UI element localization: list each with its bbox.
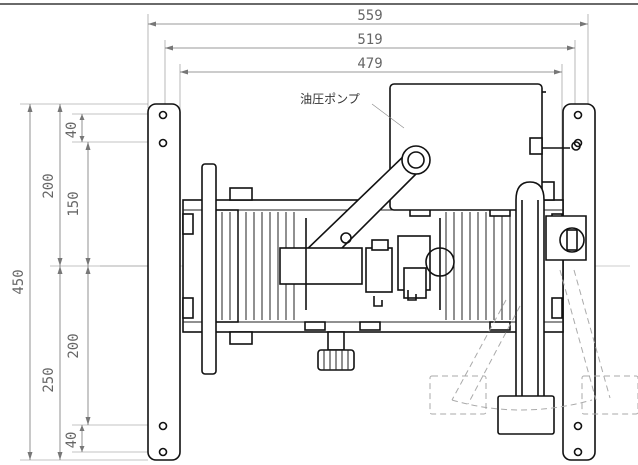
dim-height-upper-inner: 150 xyxy=(66,191,82,216)
dim-height-overall: 450 xyxy=(11,269,27,294)
dim-width-middle: 519 xyxy=(357,32,382,48)
pump-label: 油圧ポンプ xyxy=(300,92,360,106)
dim-width-overall: 559 xyxy=(357,8,382,24)
dim-height-lower: 250 xyxy=(41,367,57,392)
dim-height-upper: 200 xyxy=(41,173,57,198)
horizontal-dimensions xyxy=(147,14,589,205)
adjustment-knob xyxy=(317,331,355,371)
valve-assembly xyxy=(365,235,455,307)
pedal-phantom-left xyxy=(429,299,521,415)
cylinder-block xyxy=(279,218,441,310)
dim-height-lower-inner: 200 xyxy=(66,333,82,358)
dim-width-inner: 479 xyxy=(357,56,382,72)
dim-hole-offset-top: 40 xyxy=(64,122,80,139)
cooling-fins-right xyxy=(445,212,511,320)
pedal-phantom-right xyxy=(451,269,638,415)
pump-leader-line xyxy=(371,103,405,129)
left-guide-rod xyxy=(201,163,217,375)
pedal-lever xyxy=(497,181,555,435)
right-mounting-plate xyxy=(562,103,596,461)
hydraulic-pump xyxy=(389,83,581,211)
left-mounting-plate xyxy=(147,103,181,461)
dim-hole-offset-bottom: 40 xyxy=(64,432,80,449)
pivot-bracket xyxy=(545,215,587,261)
